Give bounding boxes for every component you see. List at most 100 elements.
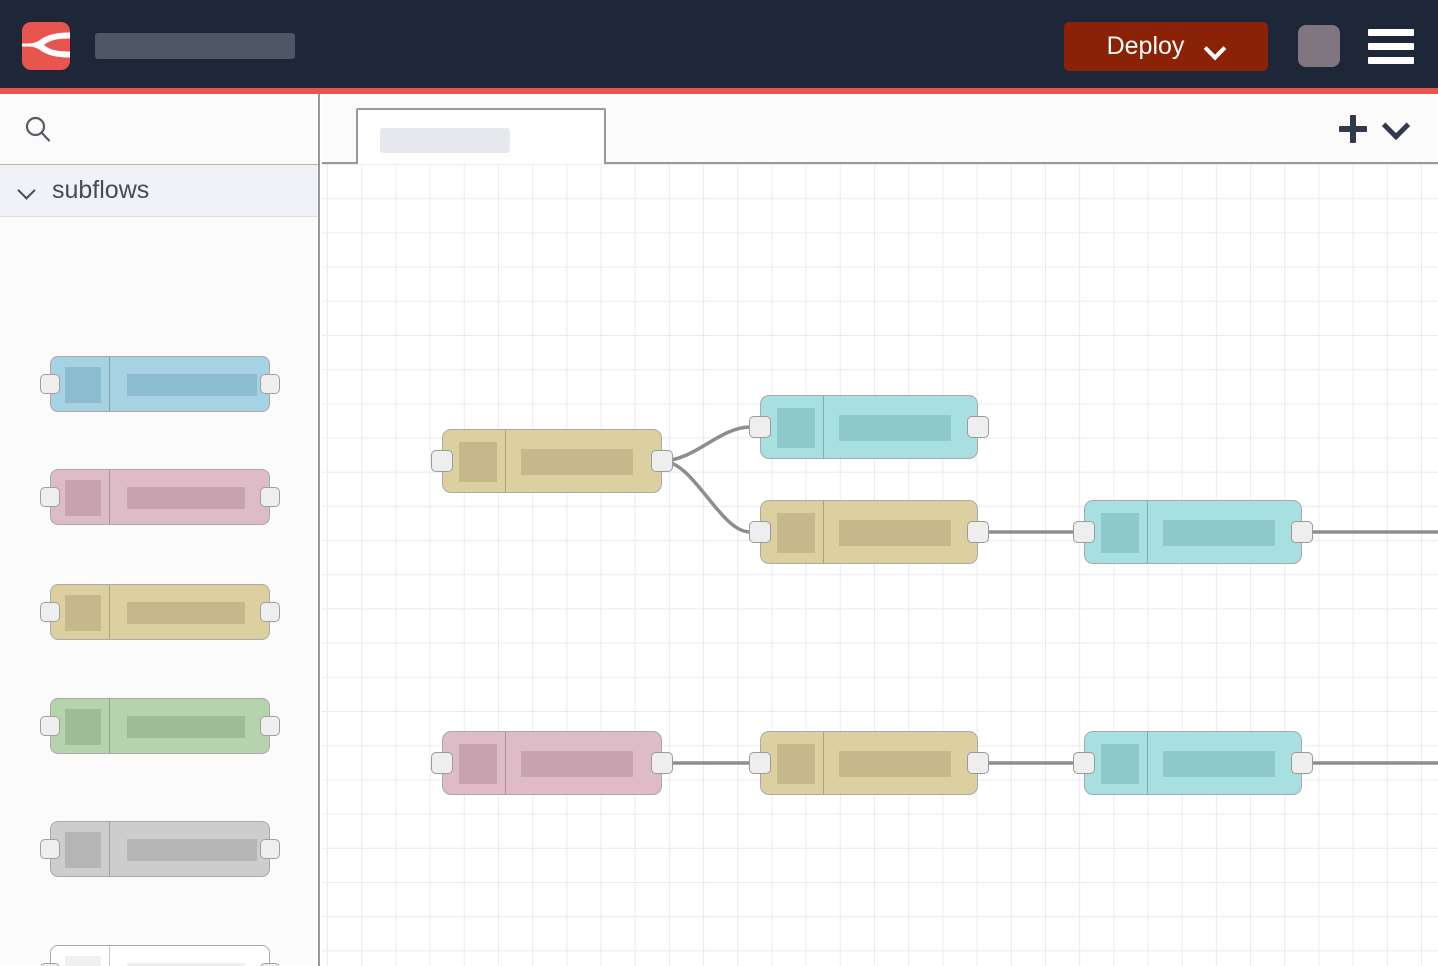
hamburger-menu-icon[interactable] — [1368, 29, 1414, 64]
palette-search-input[interactable] — [62, 110, 296, 150]
palette-node-1[interactable] — [40, 356, 280, 412]
node-output-port[interactable] — [651, 450, 673, 472]
palette-node-label-redacted — [127, 374, 257, 396]
node-label-redacted — [521, 751, 633, 777]
palette-node-icon-redacted — [65, 595, 101, 631]
node-output-port[interactable] — [967, 416, 989, 438]
node-output-port[interactable] — [967, 521, 989, 543]
node-output-port[interactable] — [651, 752, 673, 774]
node-output-port[interactable] — [967, 752, 989, 774]
node-input-port[interactable] — [1073, 752, 1095, 774]
node-input-port[interactable] — [749, 752, 771, 774]
chevron-down-icon[interactable] — [1382, 116, 1412, 138]
flow-node-middle[interactable] — [749, 731, 989, 795]
palette-node-input-port — [40, 487, 60, 507]
flow-node-trigger[interactable] — [431, 429, 673, 493]
node-label-redacted — [1163, 520, 1275, 546]
palette-node-icon-redacted — [65, 367, 101, 403]
palette-search-row[interactable] — [0, 94, 318, 165]
node-input-port[interactable] — [749, 416, 771, 438]
node-icon-redacted — [459, 442, 497, 482]
node-icon-redacted — [777, 513, 815, 553]
node-divider — [505, 732, 506, 794]
deploy-button-label: Deploy — [1106, 32, 1185, 60]
node-icon-redacted — [1101, 513, 1139, 553]
node-icon-redacted — [459, 744, 497, 784]
palette-node-input-port — [40, 602, 60, 622]
node-divider — [823, 396, 824, 458]
palette-node-divider — [109, 585, 110, 639]
flow-node-source[interactable] — [431, 731, 673, 795]
node-divider — [1147, 732, 1148, 794]
palette-node-label-redacted — [127, 716, 245, 738]
node-divider — [823, 501, 824, 563]
palette-node-icon-redacted — [65, 480, 101, 516]
palette-node-input-port — [40, 716, 60, 736]
flow-workspace — [322, 94, 1438, 966]
palette-category-subflows[interactable]: subflows — [0, 165, 318, 217]
search-icon — [25, 116, 51, 142]
palette-node-output-port — [260, 716, 280, 736]
palette-node-icon-redacted — [65, 832, 101, 868]
node-icon-redacted — [1101, 744, 1139, 784]
wire-trigger-to-branch-bot[interactable] — [660, 459, 752, 534]
flow-canvas[interactable] — [322, 164, 1438, 966]
palette-node-output-port — [260, 487, 280, 507]
palette-node-divider — [109, 357, 110, 411]
wire-layer — [660, 425, 1438, 765]
chevron-down-icon — [16, 180, 38, 202]
palette-node-label-redacted — [127, 839, 257, 861]
palette-node-label-redacted — [127, 487, 245, 509]
node-divider — [505, 430, 506, 492]
flow-node-sink-top[interactable] — [1073, 500, 1313, 564]
app-header: Deploy — [0, 0, 1438, 88]
palette-node-4[interactable] — [40, 698, 280, 754]
node-label-redacted — [521, 449, 633, 475]
node-divider — [1147, 501, 1148, 563]
node-input-port[interactable] — [431, 752, 453, 774]
palette-node-label-redacted — [127, 602, 245, 624]
palette-node-icon-redacted — [65, 956, 101, 966]
flow-node-sink-bot[interactable] — [1073, 731, 1313, 795]
node-label-redacted — [839, 415, 951, 441]
node-red-logo-icon — [22, 22, 70, 70]
app-title-redacted — [95, 33, 295, 59]
node-label-redacted — [1163, 751, 1275, 777]
palette-node-input-port — [40, 839, 60, 859]
chevron-down-icon — [1206, 41, 1225, 52]
node-output-port[interactable] — [1291, 521, 1313, 543]
node-icon-redacted — [777, 744, 815, 784]
flow-node-branch-bot[interactable] — [749, 500, 989, 564]
palette-node-output-port — [260, 374, 280, 394]
palette-category-label: subflows — [52, 176, 150, 204]
deploy-button[interactable]: Deploy — [1064, 22, 1268, 71]
flow-node-branch-top[interactable] — [749, 395, 989, 459]
node-input-port[interactable] — [1073, 521, 1095, 543]
flow-tab-active[interactable] — [356, 108, 606, 166]
node-output-port[interactable] — [1291, 752, 1313, 774]
palette-node-6[interactable] — [40, 945, 280, 966]
palette-node-input-port — [40, 374, 60, 394]
palette-node-output-port — [260, 839, 280, 859]
node-icon-redacted — [777, 408, 815, 448]
node-input-port[interactable] — [431, 450, 453, 472]
palette-node-divider — [109, 946, 110, 966]
wire-trigger-to-branch-top[interactable] — [660, 425, 752, 463]
flow-tab-label-redacted — [380, 128, 510, 153]
avatar[interactable] — [1298, 25, 1340, 67]
palette-node-3[interactable] — [40, 584, 280, 640]
flow-tab-bar — [322, 94, 1438, 166]
accent-divider — [0, 88, 1438, 94]
palette-node-divider — [109, 470, 110, 524]
node-divider — [823, 732, 824, 794]
plus-icon[interactable] — [1336, 112, 1370, 146]
node-label-redacted — [839, 751, 951, 777]
palette-node-label-redacted — [127, 963, 245, 966]
palette-node-output-port — [260, 602, 280, 622]
palette-node-5[interactable] — [40, 821, 280, 877]
node-input-port[interactable] — [749, 521, 771, 543]
node-label-redacted — [839, 520, 951, 546]
palette-node-2[interactable] — [40, 469, 280, 525]
palette-node-icon-redacted — [65, 709, 101, 745]
